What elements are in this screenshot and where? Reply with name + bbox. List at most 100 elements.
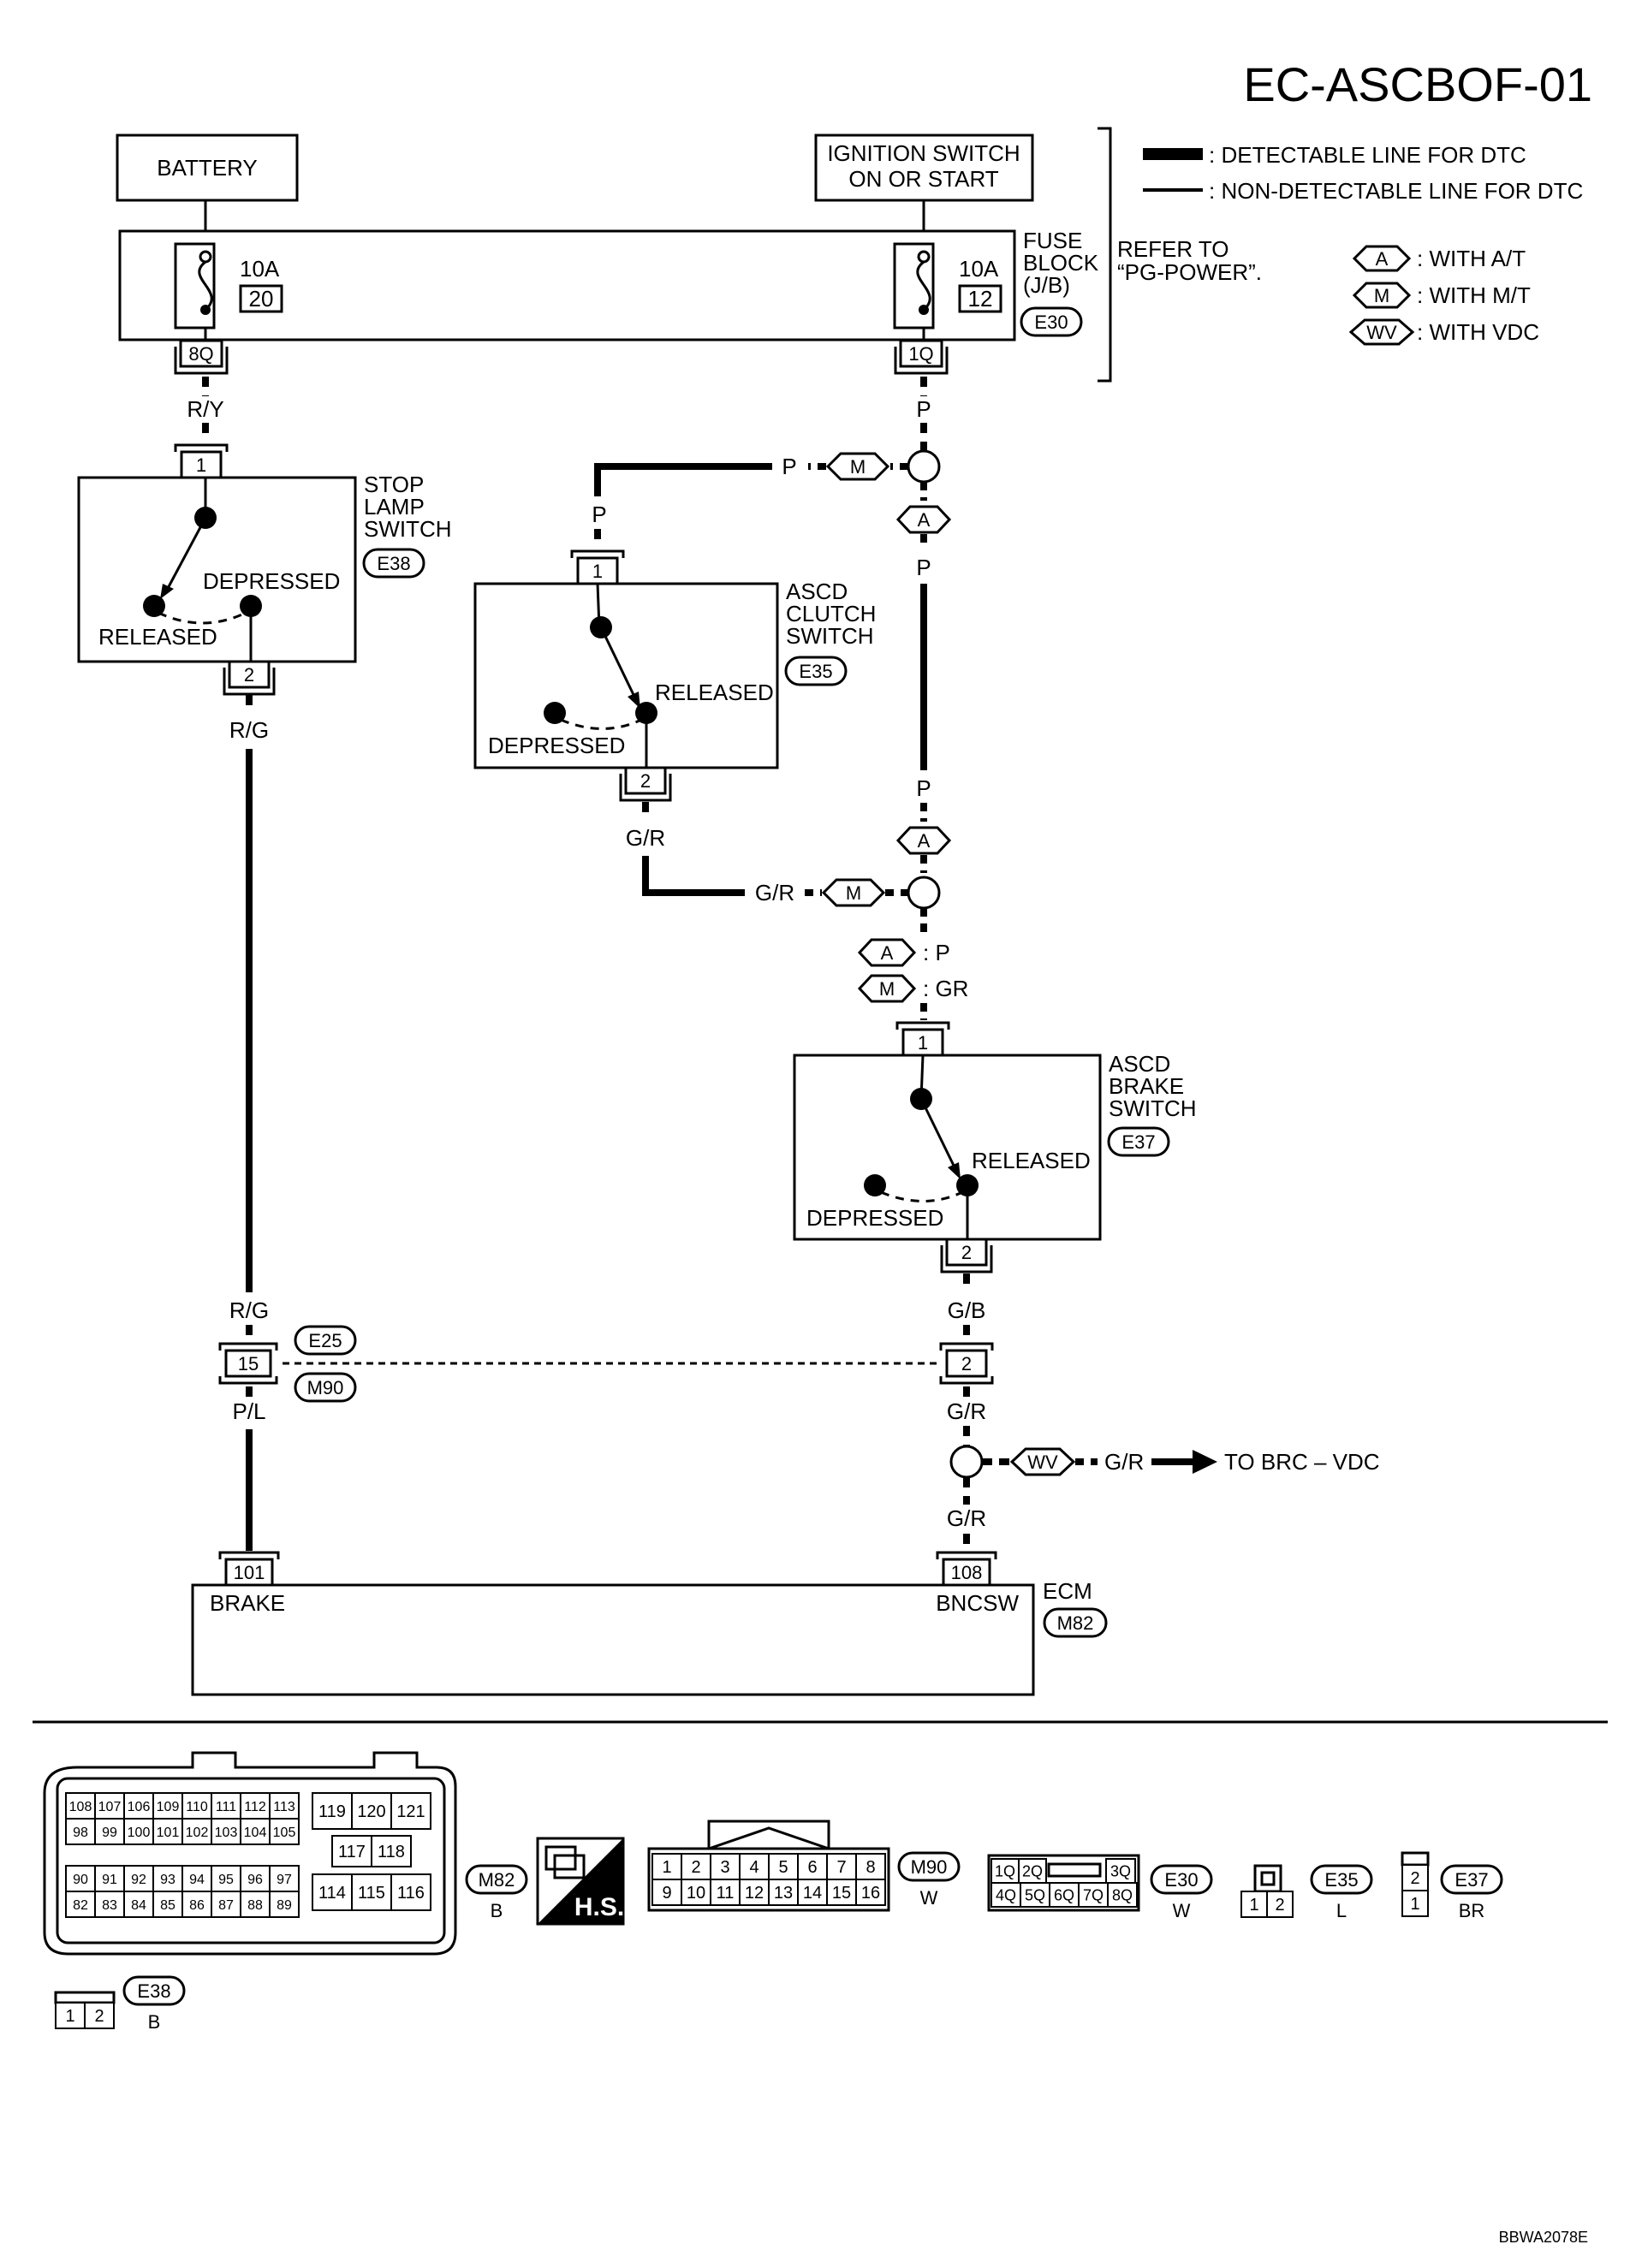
pin-number: 109 (157, 1800, 180, 1814)
wire-color-m-gr: : GR (923, 976, 968, 1001)
pin-cell (1266, 1891, 1294, 1918)
refer-to-line2: “PG-POWER”. (1117, 259, 1262, 285)
brake-switch-pin-2: 2 (961, 1242, 972, 1263)
fuse-block-connector: E30 (1034, 312, 1068, 333)
e38-name: E38 (137, 1980, 170, 2002)
legend-non-detectable: : NON-DETECTABLE LINE FOR DTC (1209, 178, 1583, 204)
e35-color: L (1336, 1900, 1347, 1921)
pin-number: 113 (273, 1800, 295, 1814)
e30-color: W (1173, 1900, 1191, 1921)
pin-cell (65, 1865, 96, 1892)
brake-switch-connector: E37 (1121, 1131, 1155, 1153)
wire-r-y: R/Y (187, 377, 224, 441)
m-symbol-hex (1352, 282, 1412, 309)
pin-cell (351, 1792, 392, 1830)
ascd-clutch-switch: 1 RELEASED DEPRESSED ASCD CLUTCH SWITCH … (473, 549, 876, 802)
ecm-label: ECM (1043, 1578, 1092, 1604)
pin-number: 104 (244, 1826, 267, 1840)
wv-option-hex (1009, 1447, 1076, 1476)
m-option-text-wire: M (879, 978, 895, 1000)
to-brc-vdc: TO BRC – VDC (1224, 1449, 1380, 1475)
joint-connector-e25: E25 (308, 1330, 342, 1351)
e30-name: E30 (1164, 1869, 1198, 1891)
pin-number: 13 (774, 1884, 793, 1903)
clutch-connector: E35 (799, 661, 832, 682)
pin-cell (739, 1879, 770, 1906)
fuse-20-body (174, 242, 216, 330)
pin-cell (211, 1818, 241, 1845)
pin-number: 1Q (995, 1862, 1015, 1879)
pin-number: 2 (1275, 1896, 1284, 1915)
pin-cell (826, 1879, 857, 1906)
pin-number: 88 (247, 1898, 263, 1913)
pin-cell (768, 1879, 799, 1906)
fuse-block: 10A 20 10A 12 FUSE BLOCK (J/B) E30 8Q 1Q (118, 200, 1099, 375)
pin-number: 94 (189, 1873, 205, 1887)
pin-number: 85 (160, 1898, 175, 1913)
brake-switch-released: RELEASED (972, 1148, 1091, 1173)
fuse-20-number: 20 (249, 286, 274, 312)
pin-number: 115 (358, 1884, 385, 1903)
pin-number: 93 (160, 1873, 175, 1887)
figure-code: BBWA2078E (1499, 2229, 1588, 2246)
pin-number: 16 (861, 1884, 880, 1903)
a-option-hex-top (895, 505, 952, 534)
pin-cell (1049, 1882, 1080, 1908)
legend-with-mt: : WITH M/T (1417, 282, 1531, 308)
pin-cell (1105, 1858, 1136, 1884)
pin-number: 10 (687, 1884, 705, 1903)
pin-number: 102 (186, 1826, 209, 1840)
battery-box: BATTERY (116, 134, 299, 202)
pin-number: 1 (662, 1858, 671, 1877)
pin-number: 110 (186, 1800, 208, 1814)
ecm-brake-label: BRAKE (210, 1590, 285, 1616)
pin-number: 95 (218, 1873, 234, 1887)
stop-lamp-pin-1: 1 (196, 454, 206, 476)
fuse-20-amp: 10A (240, 256, 280, 282)
pin-number: 83 (102, 1898, 117, 1913)
junction-mid (907, 876, 941, 910)
fuse-12-amp: 10A (959, 256, 999, 282)
wire-label-p-low: P (916, 775, 931, 801)
stop-lamp-released: RELEASED (98, 624, 217, 650)
legend-detectable: : DETECTABLE LINE FOR DTC (1209, 142, 1526, 168)
arrow-to-brc (1193, 1450, 1217, 1474)
connector-view-e37: 21 E37 BR (1401, 1851, 1503, 1921)
pin-number: 3 (720, 1858, 729, 1877)
m90-name: M90 (911, 1856, 948, 1878)
ignition-line1: IGNITION SWITCH (827, 140, 1020, 166)
m90-color: W (920, 1887, 938, 1909)
pin-cell (152, 1792, 183, 1820)
clutch-pin-1: 1 (592, 561, 603, 582)
m-symbol-text: M (1374, 285, 1389, 306)
clutch-pin-2: 2 (640, 770, 651, 792)
e30-slot (1047, 1862, 1102, 1878)
pin-cell (211, 1865, 241, 1892)
wire-label-gr-joint: G/R (947, 1398, 986, 1424)
pin-number: 108 (69, 1800, 92, 1814)
joint-pin-15: 15 (238, 1353, 259, 1374)
pin-cell (1020, 1882, 1050, 1908)
e37-name: E37 (1455, 1869, 1488, 1891)
m-option-text-top: M (850, 456, 866, 478)
legend-with-at: : WITH A/T (1417, 246, 1526, 271)
e37-color: BR (1459, 1900, 1485, 1921)
pin-number: 15 (832, 1884, 851, 1903)
pin-number: 1 (1249, 1896, 1258, 1915)
pin-number: 98 (73, 1826, 88, 1840)
pin-number: 106 (128, 1800, 151, 1814)
pin-cell (1401, 1890, 1429, 1917)
pin-cell (855, 1879, 886, 1906)
hs-label: H.S. (574, 1893, 624, 1921)
brake-switch-pin-1: 1 (918, 1032, 928, 1054)
pin-cell (65, 1891, 96, 1918)
ecm-bncsw-label: BNCSW (936, 1590, 1019, 1616)
wire-label-p-top: P (916, 396, 931, 422)
pin-cell (211, 1891, 241, 1918)
a-symbol-text: A (1376, 248, 1389, 270)
pin-number: 6Q (1054, 1886, 1074, 1903)
m-option-hex-low (821, 878, 886, 907)
